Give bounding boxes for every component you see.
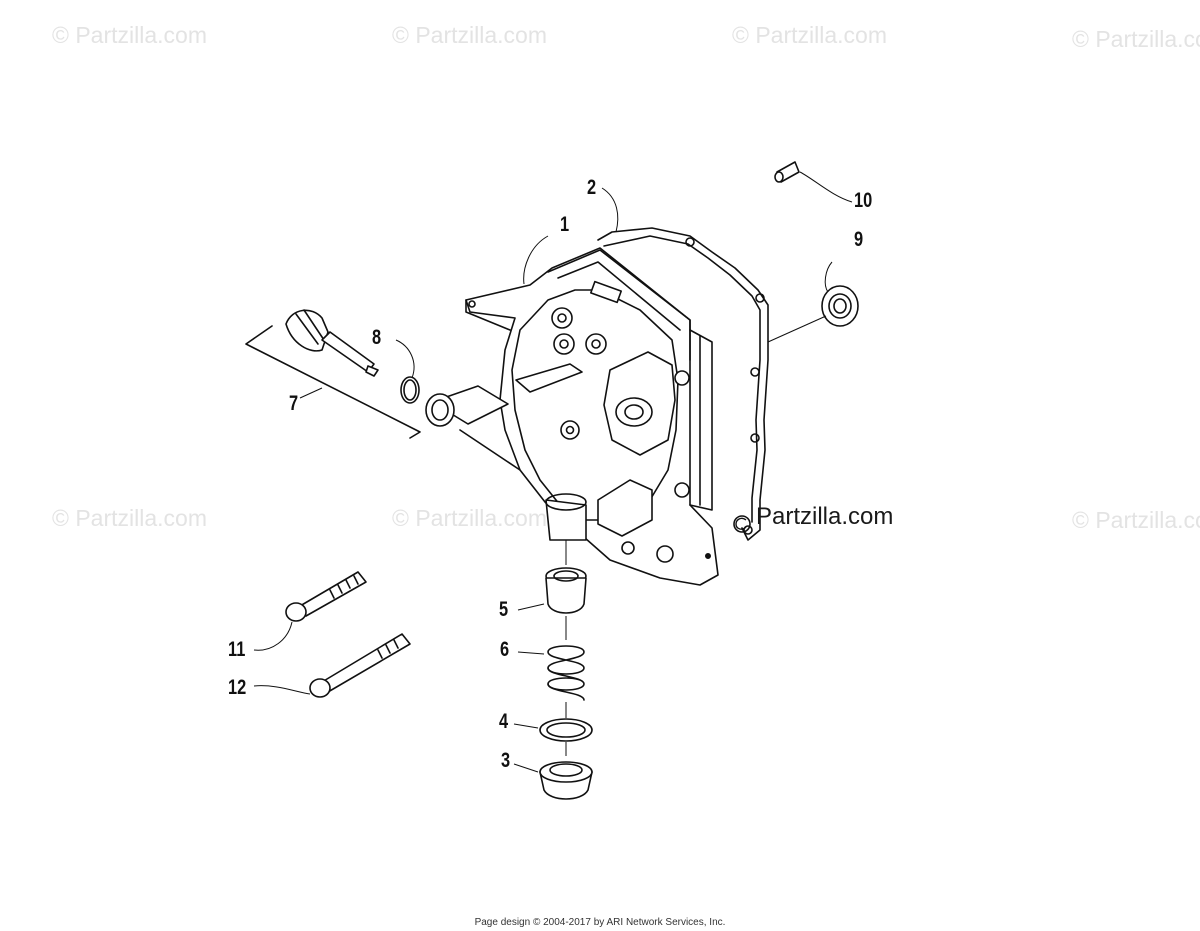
watermark: © Partzilla.com [52,22,207,48]
leader-part-2 [601,187,619,233]
dowel-pin-part-10 [774,161,853,203]
callout-12: 12 [228,676,247,699]
leader-part-1 [523,235,549,285]
center-watermark: Partzilla.com [756,503,894,530]
plug-part-3 [513,761,593,800]
copyright-icon [733,515,751,533]
dipstick-part-7 [245,309,421,439]
o-ring-part-8 [395,339,420,404]
case-cover-part-1 [425,247,719,586]
watermark: © Partzilla.com [392,22,547,48]
callout-1: 1 [560,213,570,236]
callout-2: 2 [587,176,597,199]
watermark: © Partzilla.com [1072,507,1200,533]
callout-3: 3 [501,749,511,772]
gasket-part-2 [597,227,769,541]
callout-9: 9 [854,228,864,251]
callout-11: 11 [228,638,246,661]
o-ring-part-4 [513,718,593,756]
callout-6: 6 [500,638,510,661]
watermark: © Partzilla.com [1072,26,1200,52]
bearing-part-9 [767,261,859,343]
watermark: © Partzilla.com [52,505,207,531]
callout-4: 4 [499,710,509,733]
bolt-part-11 [253,571,367,651]
page-footer: Page design © 2004-2017 by ARI Network S… [474,917,726,928]
copyright-icon-c [735,517,747,530]
bolt-part-12 [253,633,411,698]
watermark: © Partzilla.com [732,22,887,48]
callout-5: 5 [499,598,509,621]
callout-7: 7 [289,392,299,415]
strainer-part-5 [517,540,587,640]
watermark: © Partzilla.com [392,505,547,531]
spring-part-6 [517,645,585,718]
callout-8: 8 [372,326,382,349]
callout-10: 10 [854,189,873,212]
